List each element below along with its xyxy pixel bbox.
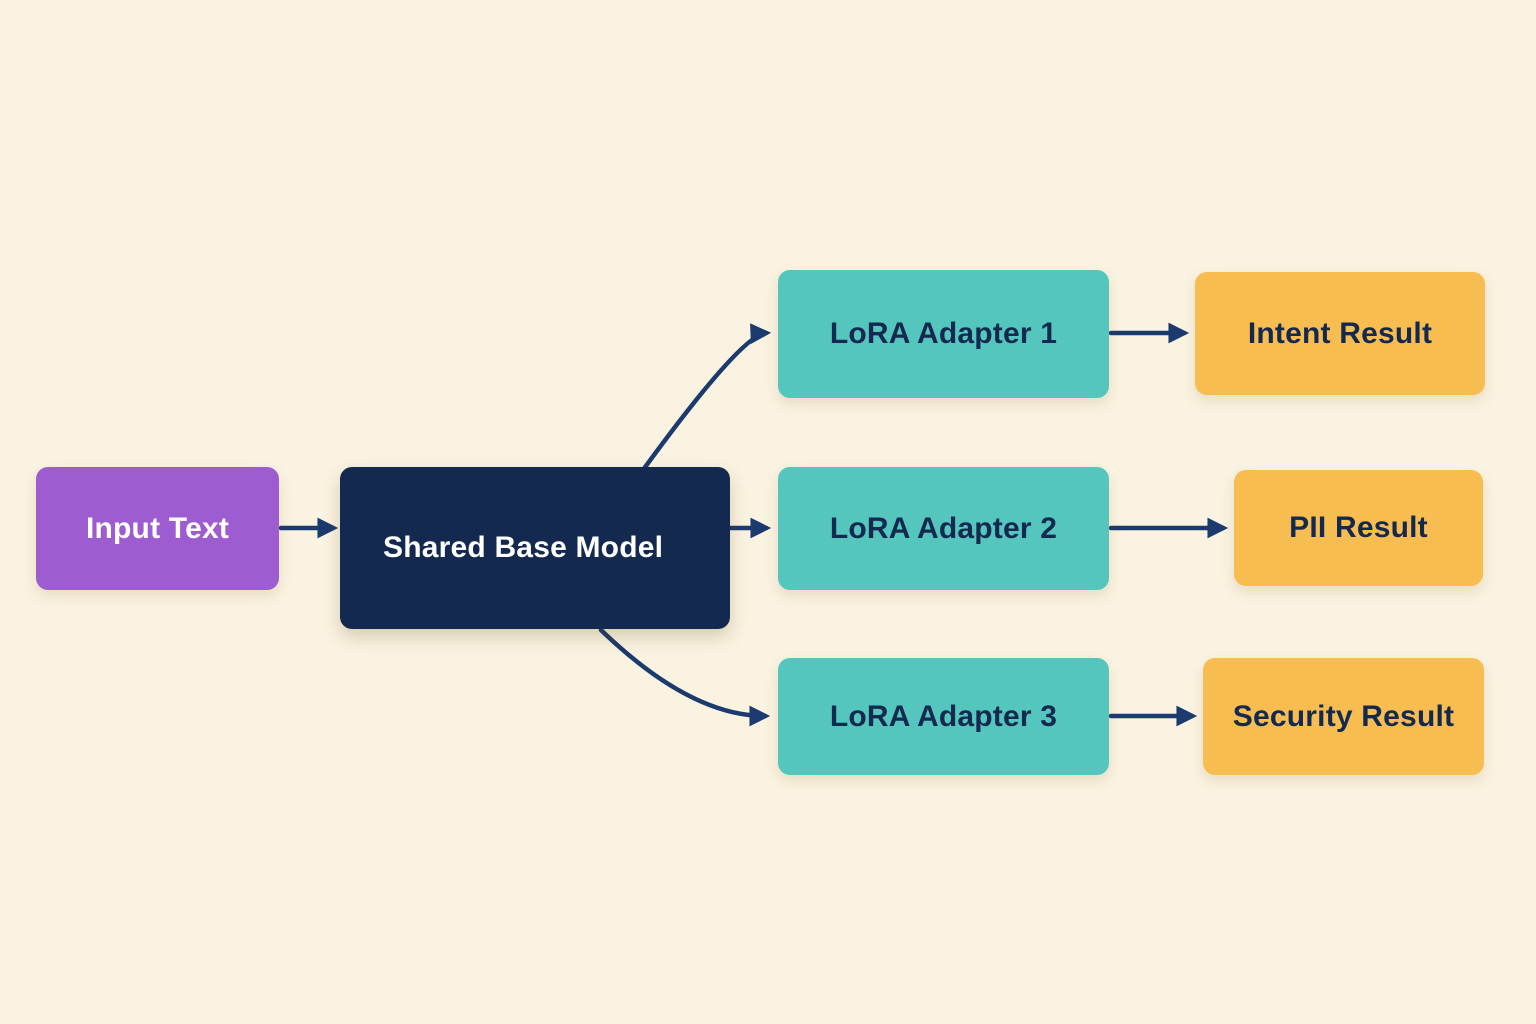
node-intent-result: Intent Result [1195,272,1485,395]
node-lora-adapter-3: LoRA Adapter 3 [778,658,1109,775]
node-lora-adapter-2: LoRA Adapter 2 [778,467,1109,590]
node-shared-base-model: Shared Base Model [340,467,730,629]
node-input-text: Input Text [36,467,279,590]
node-lora-adapter-1-label: LoRA Adapter 1 [829,317,1058,350]
node-pii-result: PII Result [1234,470,1483,586]
node-lora-adapter-1: LoRA Adapter 1 [778,270,1109,398]
node-security-result-label: Security Result [1232,699,1455,733]
edge-base-to-adapter1 [640,323,772,473]
node-lora-adapter-3-label: LoRA Adapter 3 [829,699,1058,733]
node-input-text-label: Input Text [85,511,230,545]
node-intent-result-label: Intent Result [1247,316,1433,350]
node-lora-adapter-2-label: LoRA Adapter 2 [829,511,1058,545]
node-security-result: Security Result [1203,658,1484,775]
node-pii-result-label: PII Result [1289,511,1428,544]
node-shared-base-model-label: Shared Base Model [383,531,664,565]
edge-base-to-adapter3 [598,627,771,727]
